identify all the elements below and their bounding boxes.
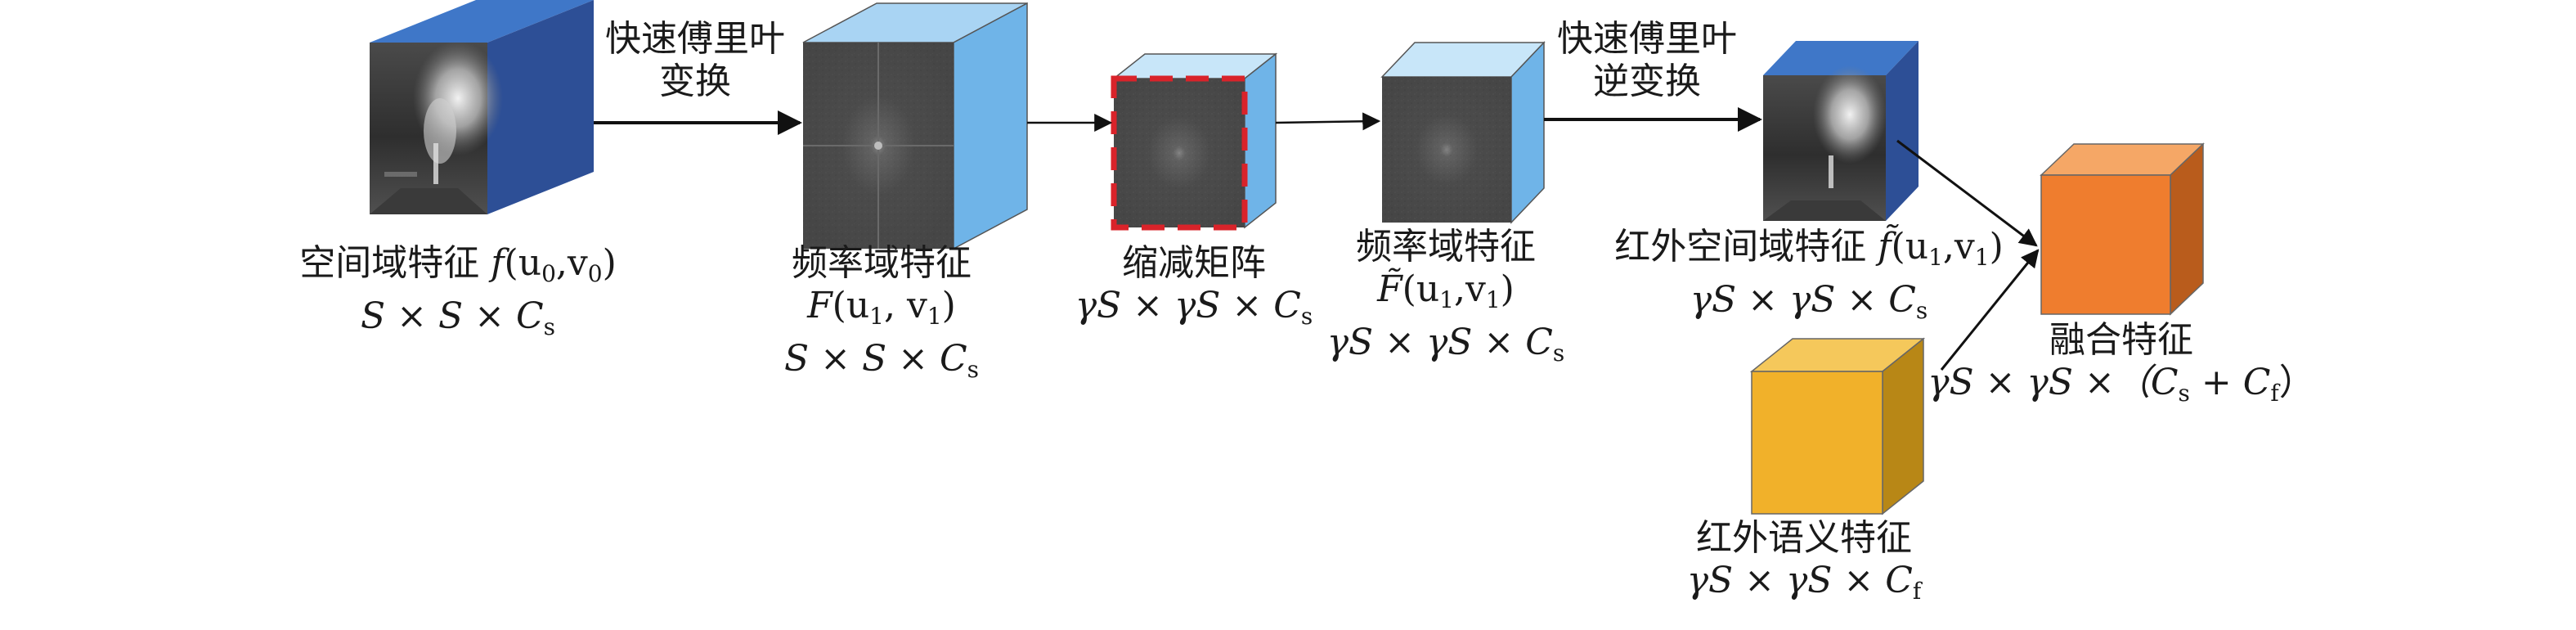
- ir-spatial-image: [1763, 65, 1887, 221]
- spatial-dims: S × S × C: [360, 295, 544, 337]
- reduced-frequency-label: 频率域特征 F̃(u1,v1) γS × γS × Cs: [1327, 226, 1565, 375]
- ir-spatial-args: (u: [1891, 226, 1929, 268]
- ir-spatial-sub1: 1: [1974, 244, 1990, 271]
- ir-semantic-to-fusion-arrow: [1940, 249, 2040, 371]
- fusion-label: 融合特征 γS × γS ×（Cs + Cf）: [1928, 319, 2315, 415]
- spatial-infrared-image: [370, 41, 503, 214]
- shrink-title: 缩减矩阵: [1121, 242, 1266, 284]
- spatial-label: 空间域特征 f(u0,v0) S × S × Cs: [299, 242, 616, 349]
- frequency-domain-cube: [802, 2, 1028, 250]
- ir-spatial-side: [1886, 41, 1919, 221]
- spatial-close: ): [602, 242, 617, 284]
- frequency-title: 频率域特征: [791, 242, 972, 284]
- shrink-dims-line: γS × γS × Cs: [1075, 285, 1313, 338]
- ir-semantic-dims-sub: f: [1912, 578, 1922, 605]
- ir-spatial-symbol: f̃: [1878, 226, 1892, 268]
- shrink-dashed-border: [1111, 75, 1248, 231]
- fft-label-line2: 变换: [659, 61, 731, 102]
- frequency-dims-line: S × S × Cs: [784, 338, 979, 391]
- fusion-cube: [2040, 142, 2205, 316]
- shrink-dims: γS × γS × C: [1075, 285, 1301, 326]
- ir-spatial-dims-line: γS × γS × Cs: [1614, 279, 2003, 332]
- ir-spatial-title-line: 红外空间域特征 f̃(u1,v1): [1614, 226, 2003, 279]
- frequency-symbol: F: [807, 285, 832, 326]
- ir-semantic-front: [1751, 371, 1883, 515]
- ir-spatial-dims: γS × γS × C: [1690, 279, 1916, 321]
- spatial-comma: ,v: [555, 242, 588, 284]
- ir-spatial-top: [1763, 41, 1919, 75]
- frequency-sub1: 1: [927, 303, 942, 330]
- spatial-sub0: 0: [541, 260, 556, 287]
- ir-semantic-title: 红外语义特征: [1695, 517, 1912, 559]
- reduced-frequency-dims-line: γS × γS × Cs: [1327, 322, 1565, 375]
- ir-semantic-dims-line: γS × γS × Cf: [1687, 560, 1922, 613]
- fusion-dims-sub2: f: [2270, 380, 2279, 407]
- ir-semantic-cube: [1749, 337, 1926, 515]
- shrink-dims-sub: s: [1300, 303, 1313, 330]
- reduced-frequency-symbol: F̃: [1377, 268, 1402, 310]
- ir-spatial-cube: [1763, 41, 1919, 221]
- ir-semantic-label: 红外语义特征 γS × γS × Cf: [1687, 517, 1922, 613]
- fusion-plus: + C: [2189, 362, 2271, 403]
- frequency-sub0: 1: [869, 303, 885, 330]
- ir-spatial-label: 红外空间域特征 f̃(u1,v1) γS × γS × Cs: [1614, 226, 2003, 332]
- spatial-dims-sub: s: [543, 313, 556, 340]
- reduced-frequency-title: 频率域特征: [1355, 226, 1536, 268]
- ir-spatial-sub0: 1: [1928, 244, 1943, 271]
- ir-semantic-dims: γS × γS × C: [1686, 560, 1913, 601]
- shrink-cube-side: [1244, 52, 1277, 229]
- ir-spatial-comma: ,v: [1942, 226, 1975, 268]
- fft-label-line1: 快速傅里叶: [605, 18, 785, 60]
- shrink-matrix-cube: [1111, 52, 1278, 231]
- reduced-frequency-sub0: 1: [1439, 286, 1455, 313]
- ifft-label-line1: 快速傅里叶: [1557, 18, 1737, 60]
- frequency-label: 频率域特征 F(u1, v1) S × S × Cs: [784, 242, 979, 391]
- fusion-front: [2040, 174, 2171, 315]
- frequency-args: (u: [832, 285, 870, 326]
- spatial-sub1: 0: [587, 260, 603, 287]
- shrink-to-freq2-arrow: [1275, 112, 1381, 131]
- spatial-dims-line: S × S × Cs: [299, 295, 616, 349]
- ifft-label: 快速傅里叶 逆变换: [1557, 18, 1737, 103]
- frequency-cube-side: [953, 2, 1028, 250]
- fusion-title: 融合特征: [2049, 319, 2193, 361]
- fft-label: 快速傅里叶 变换: [605, 18, 785, 103]
- spatial-symbol: f: [491, 242, 505, 284]
- ifft-label-line2: 逆变换: [1593, 61, 1701, 102]
- reduced-frequency-sub1: 1: [1485, 286, 1501, 313]
- reduced-frequency-dims-sub: s: [1552, 340, 1565, 367]
- spatial-title-line: 空间域特征 f(u0,v0): [299, 242, 616, 295]
- reduced-frequency-cube: [1380, 41, 1546, 224]
- ir-spatial-close: ): [1989, 226, 2004, 268]
- ir-spatial-title: 红外空间域特征: [1614, 226, 1867, 268]
- frequency-comma: , v: [884, 285, 927, 326]
- frequency-dims-sub: s: [967, 356, 980, 383]
- reduced-frequency-formula: F̃(u1,v1): [1327, 268, 1565, 322]
- reduced-frequency-close: ): [1500, 268, 1515, 310]
- frequency-formula: F(u1, v1): [784, 285, 979, 338]
- frequency-spectrum-image: [803, 43, 954, 249]
- reduced-frequency-comma: ,v: [1454, 268, 1486, 310]
- reduced-frequency-args: (u: [1402, 268, 1440, 310]
- spatial-cube-top: [370, 0, 594, 43]
- frequency-dims: S × S × C: [783, 338, 967, 380]
- spatial-title: 空间域特征: [299, 242, 480, 284]
- fusion-close: ）: [2278, 362, 2315, 403]
- fusion-dims-sub1: s: [2178, 380, 2190, 407]
- spatial-args: (u: [504, 242, 542, 284]
- reduced-frequency-dims: γS × γS × C: [1326, 322, 1553, 363]
- ir-spatial-to-fusion-arrow: [1896, 139, 2038, 247]
- spatial-cube-side: [487, 0, 594, 214]
- frequency-close: ): [941, 285, 956, 326]
- fusion-dims: γS × γS ×（C: [1928, 362, 2179, 403]
- spatial-domain-cube: [370, 0, 594, 214]
- ir-spatial-dims-sub: s: [1915, 297, 1928, 324]
- fusion-dims-line: γS × γS ×（Cs + Cf）: [1928, 362, 2315, 415]
- shrink-label: 缩减矩阵 γS × γS × Cs: [1075, 242, 1313, 338]
